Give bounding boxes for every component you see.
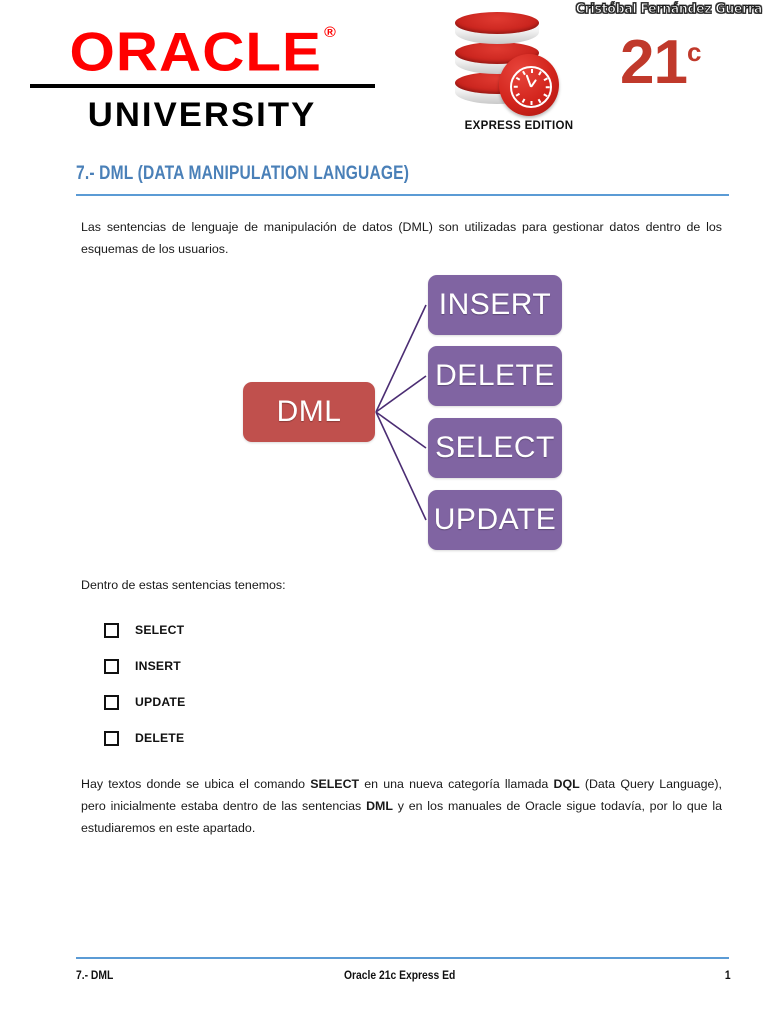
- footer-document-title: Oracle 21c Express Ed: [344, 968, 456, 982]
- list-item-label: INSERT: [135, 659, 181, 673]
- version-number: 21: [620, 28, 688, 97]
- list-item-label: DELETE: [135, 731, 185, 745]
- footer-chapter-label: 7.- DML: [76, 968, 114, 982]
- page-footer: 7.- DML Oracle 21c Express Ed 1: [76, 968, 731, 988]
- express-edition-caption: EXPRESS EDITION: [464, 120, 574, 132]
- version-logo: 21c: [620, 32, 701, 94]
- outro-text-3: (Data Query Language), pero inicialmente…: [81, 777, 722, 813]
- outro-text-4: y en los manuales de Oracle sigue todaví…: [81, 799, 722, 835]
- list-item-label: SELECT: [135, 623, 185, 637]
- outro-bold-dql: DQL: [553, 777, 580, 791]
- dml-statement-list: SELECT INSERT UPDATE DELETE: [104, 612, 424, 756]
- list-item: UPDATE: [104, 684, 424, 720]
- express-edition-logo: EXPRESS EDITION: [447, 8, 597, 143]
- list-item-label: UPDATE: [135, 695, 186, 709]
- footer-page-number: 1: [724, 968, 731, 982]
- outro-text-1: Hay textos donde se ubica el comando: [81, 777, 311, 791]
- section-heading-rule: [76, 194, 729, 196]
- clock-badge-icon: [499, 54, 559, 116]
- dml-diagram: DML INSERT DELETE SELECT UPDATE: [230, 270, 580, 560]
- footer-rule: [76, 957, 729, 959]
- checkbox-square-icon: [104, 658, 119, 674]
- list-item: DELETE: [104, 720, 424, 756]
- oracle-university-logo: ORACLE® UNIVERSITY: [26, 18, 378, 135]
- diagram-node-update: UPDATE: [428, 490, 562, 550]
- checkbox-square-icon: [104, 730, 119, 746]
- intro-paragraph: Las sentencias de lenguaje de manipulaci…: [81, 220, 722, 256]
- outro-paragraph: Hay textos donde se ubica el comando SEL…: [81, 773, 722, 839]
- outro-bold-dml: DML: [366, 799, 393, 813]
- diagram-node-dml: DML: [243, 382, 375, 442]
- outro-text-2: en una nueva categoría llamada: [359, 777, 554, 791]
- registered-trademark-icon: ®: [323, 24, 337, 41]
- author-watermark: Cristóbal Fernández Guerra: [575, 2, 762, 18]
- logo-divider-bar: [29, 84, 375, 89]
- checkbox-square-icon: [104, 622, 119, 638]
- outro-bold-select: SELECT: [310, 777, 360, 791]
- diagram-connectors: [375, 304, 427, 521]
- database-disk-top: [455, 12, 539, 52]
- oracle-subtitle: UNIVERSITY: [87, 96, 317, 135]
- oracle-wordmark: ORACLE®: [69, 18, 337, 83]
- list-item: INSERT: [104, 648, 424, 684]
- diagram-node-insert: INSERT: [428, 275, 562, 335]
- checkbox-square-icon: [104, 694, 119, 710]
- oracle-wordmark-text: ORACLE: [69, 20, 322, 83]
- list-item: SELECT: [104, 612, 424, 648]
- diagram-node-delete: DELETE: [428, 346, 562, 406]
- diagram-node-select: SELECT: [428, 418, 562, 478]
- version-suffix: c: [686, 36, 702, 67]
- section-heading: 7.- DML (DATA MANIPULATION LANGUAGE): [76, 163, 410, 184]
- list-lead-in: Dentro de estas sentencias tenemos:: [81, 578, 286, 592]
- page-header: Cristóbal Fernández Guerra ORACLE® UNIVE…: [0, 0, 768, 150]
